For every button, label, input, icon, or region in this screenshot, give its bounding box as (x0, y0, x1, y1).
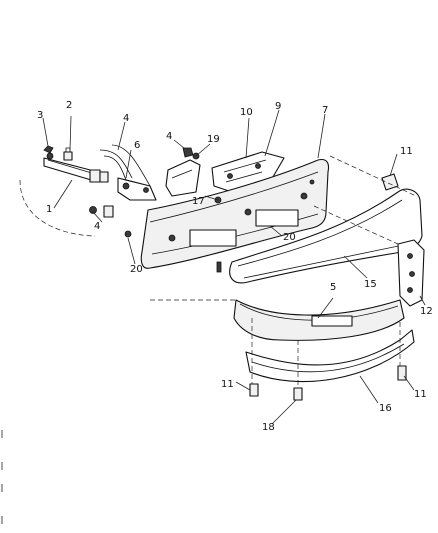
part-fastener-20-mid (216, 261, 222, 273)
callout-7: 7 (322, 105, 328, 116)
part-bolt-3 (43, 145, 54, 154)
callout-19: 19 (207, 134, 220, 145)
part-fastener-11-top (381, 173, 399, 191)
part-fastener-11-right (397, 365, 407, 381)
callout-9: 9 (275, 101, 281, 112)
callout-11-left: 11 (221, 379, 234, 390)
callout-20-left: 20 (130, 264, 143, 275)
part-fastener-18 (293, 387, 303, 401)
callout-5: 5 (330, 282, 336, 293)
callout-11-right: 11 (414, 389, 427, 400)
part-nut-4-right (182, 147, 194, 158)
callout-4-top: 4 (123, 113, 129, 124)
callout-6: 6 (134, 140, 140, 151)
callout-16: 16 (379, 403, 392, 414)
part-nut-4-lower (89, 206, 97, 214)
part-clip-small (89, 169, 109, 183)
part-fastener-20-left (124, 230, 132, 238)
callout-20-right: 20 (283, 232, 296, 243)
callout-17: 17 (192, 196, 205, 207)
callout-1: 1 (46, 204, 52, 215)
part-valance-5 (233, 299, 405, 341)
callout-4-low: 4 (94, 221, 100, 232)
part-mount-bracket-6 (99, 144, 157, 201)
leader-lines (42, 109, 426, 425)
callout-11-top: 11 (400, 146, 413, 157)
part-clip-lower (103, 205, 114, 218)
part-fastener-11-left (249, 383, 259, 397)
part-front-bumper-7 (140, 158, 330, 269)
part-nut-2 (63, 147, 73, 161)
callout-4-mid: 4 (166, 131, 172, 142)
callout-labels: 1 2 3 4 6 4 19 4 17 10 9 7 11 20 20 15 5… (37, 100, 433, 433)
part-air-dam-16 (245, 329, 415, 383)
callout-12: 12 (420, 306, 433, 317)
callout-18: 18 (262, 422, 275, 433)
callout-10: 10 (240, 107, 253, 118)
part-bracket-19 (165, 152, 201, 197)
alignment-lines (19, 155, 417, 388)
part-bracket-1 (43, 152, 99, 183)
callout-3: 3 (37, 110, 43, 121)
callout-2: 2 (66, 100, 72, 111)
callout-15: 15 (364, 279, 377, 290)
